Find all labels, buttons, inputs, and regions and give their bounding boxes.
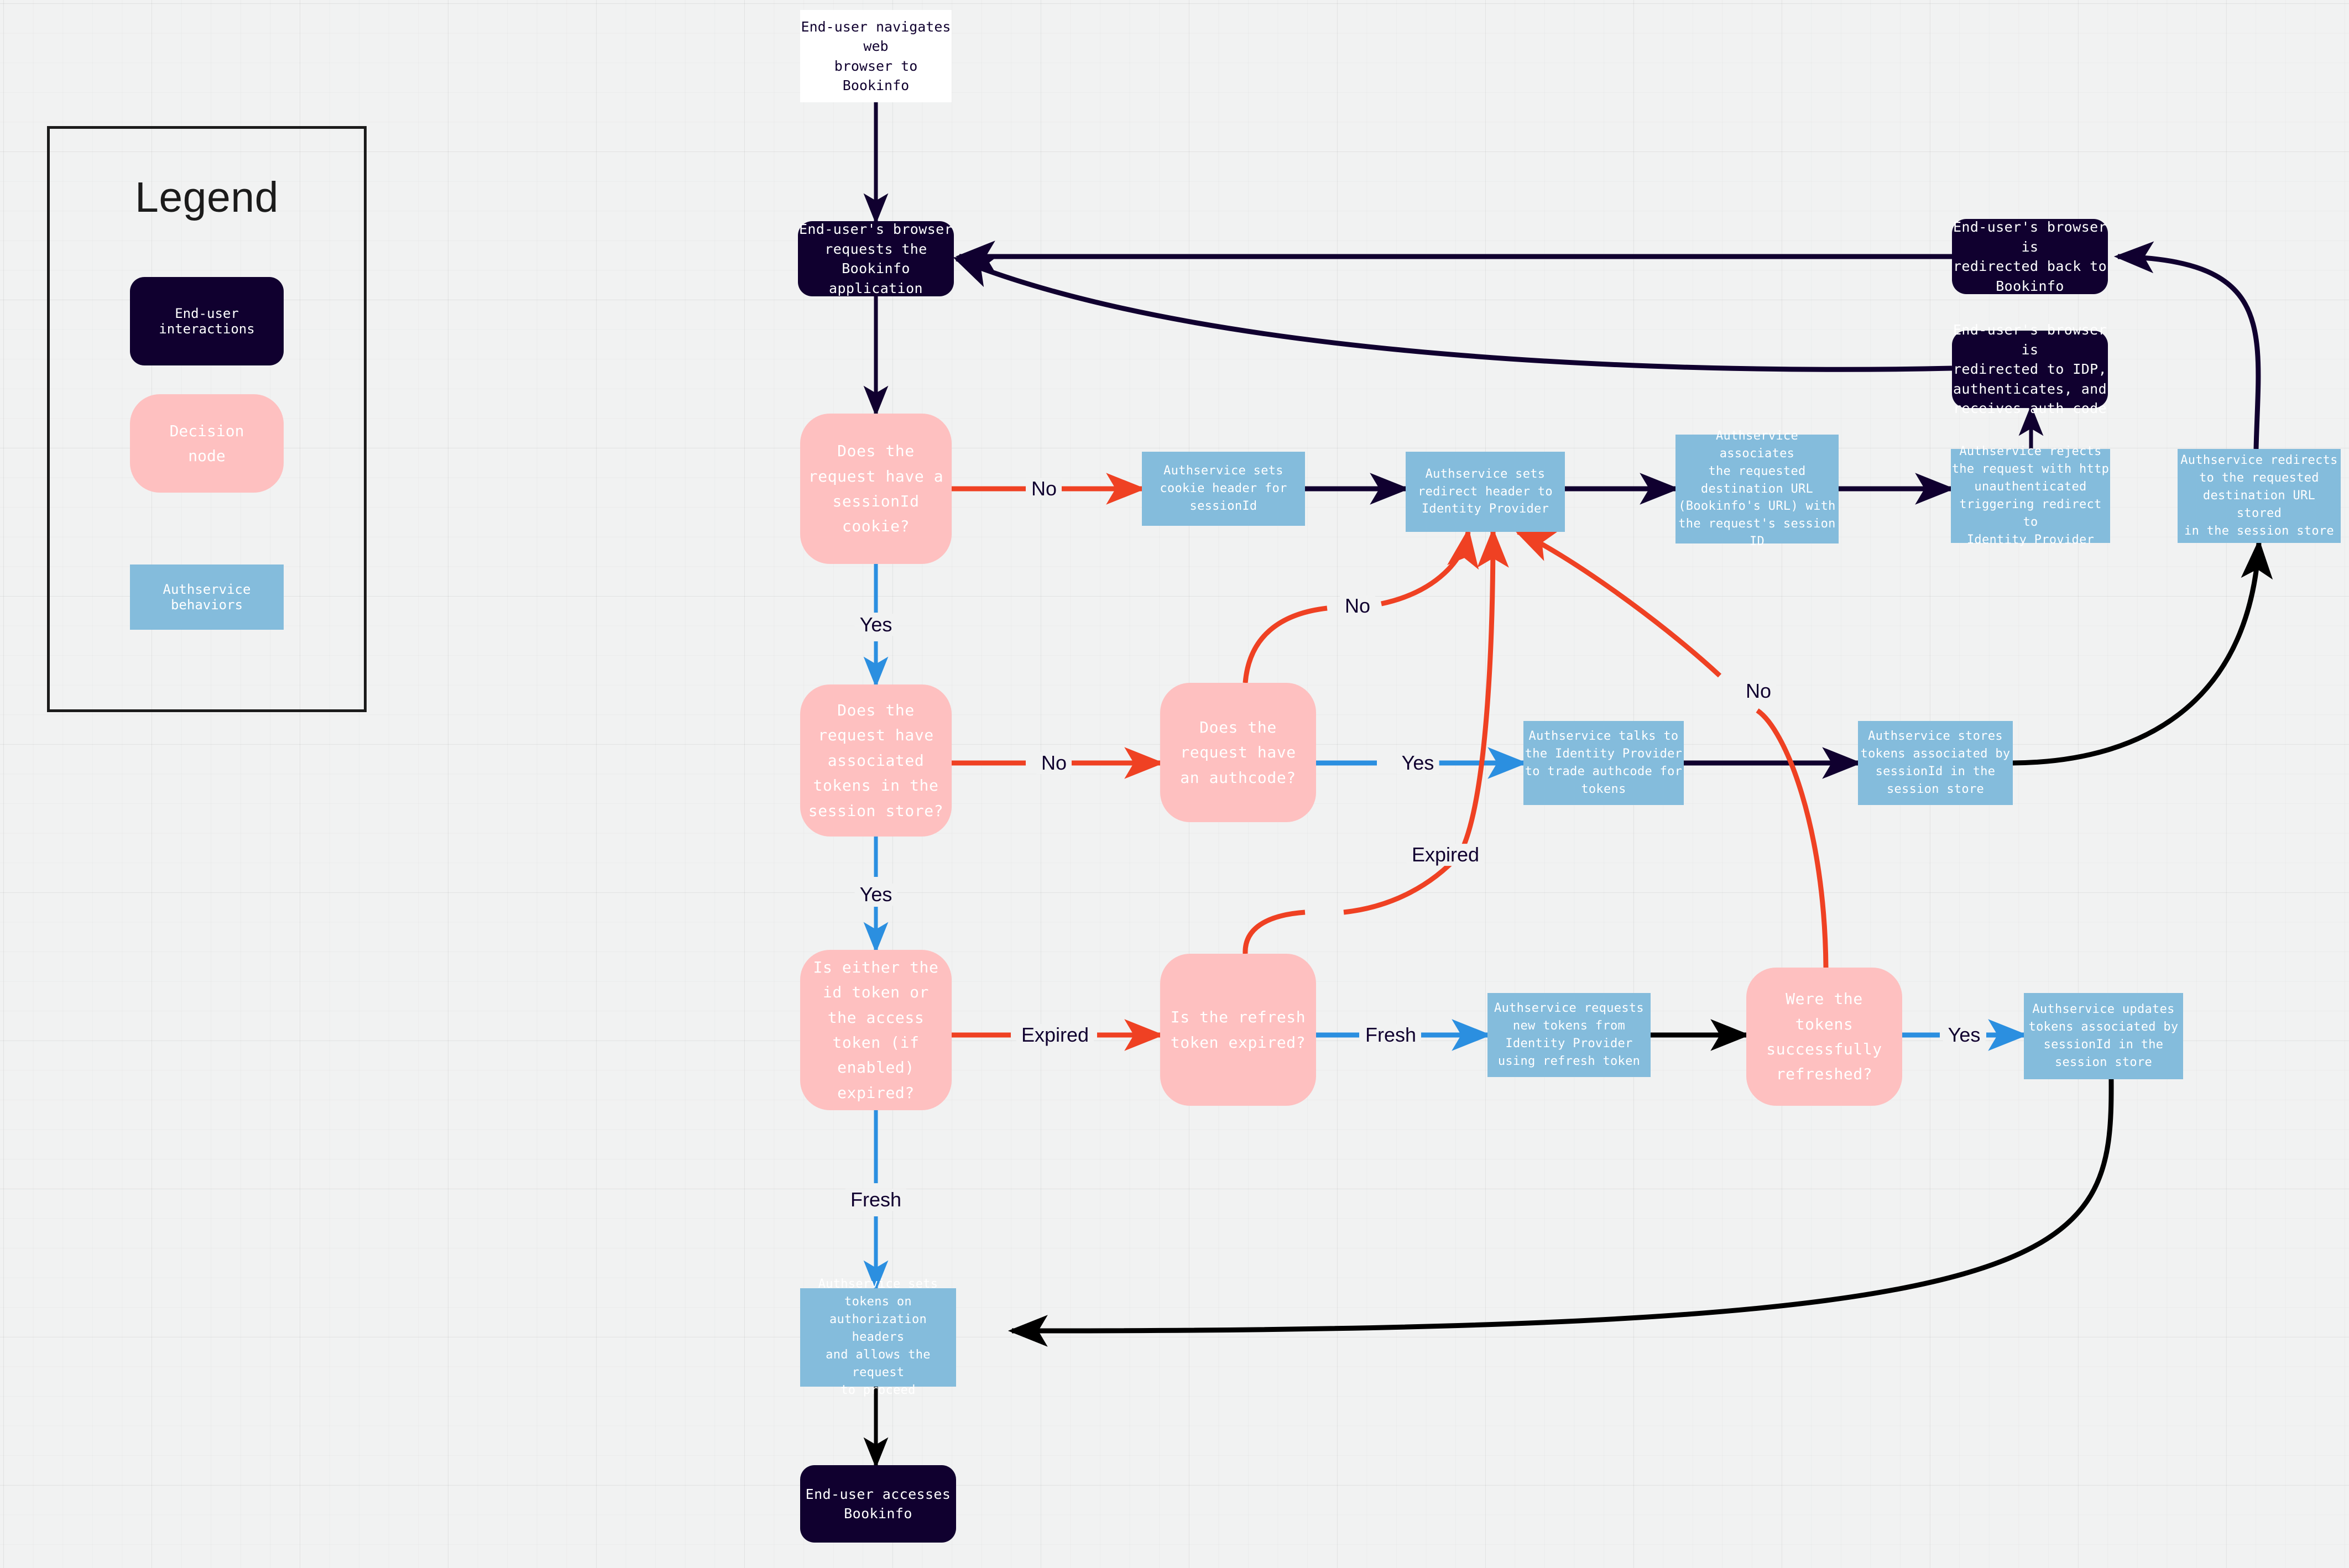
edge-q-refresh-expired-to-set-redirect-c (1458, 527, 1509, 856)
node-end-user-accesses-bookinfo[interactable]: End-user accesses Bookinfo (800, 1465, 956, 1543)
node-question-id-or-access-token-expired[interactable]: Is either the id token or the access tok… (800, 950, 952, 1110)
node-question-sessionid-cookie[interactable]: Does the request have a sessionId cookie… (800, 414, 952, 564)
node-start[interactable]: End-user navigates web browser to Bookin… (800, 10, 952, 102)
edge-label-no-sessionid: No (1026, 478, 1062, 500)
edge-q-refreshed-no-to-set-redirect (1756, 708, 1829, 968)
edge-q-authcode-no-to-set-redirect-b (1381, 527, 1479, 607)
legend-panel: Legend End-user interactions Decision no… (47, 126, 367, 712)
node-question-refresh-token-expired[interactable]: Is the refresh token expired? (1160, 954, 1316, 1106)
node-question-tokens-refreshed[interactable]: Were the tokens successfully refreshed? (1746, 968, 1902, 1106)
legend-swatch-end-user-interactions: End-user interactions (130, 277, 284, 365)
node-authservice-trades-authcode[interactable]: Authservice talks to the Identity Provid… (1523, 721, 1684, 805)
edge-label-fresh-tokens: Fresh (845, 1189, 907, 1211)
node-authservice-associates-destination-url[interactable]: Authservice associates the requested des… (1675, 429, 1839, 548)
node-authservice-redirects-to-destination-url[interactable]: Authservice redirects to the requested d… (2178, 449, 2341, 543)
edge-label-no-tokens: No (1036, 752, 1072, 774)
node-browser-redirected-to-idp[interactable]: End-user's browser is redirected to IDP,… (1952, 322, 2108, 417)
edge-label-yes-sessionid: Yes (854, 614, 897, 636)
node-authservice-sets-tokens-on-headers[interactable]: Authservice sets tokens on authorization… (800, 1277, 956, 1397)
node-authservice-stores-tokens[interactable]: Authservice stores tokens associated by … (1858, 721, 2013, 805)
node-authservice-rejects-request[interactable]: Authservice rejects the request with htt… (1951, 445, 2110, 547)
edge-q-refresh-expired-to-set-redirect (1243, 910, 1306, 954)
legend-swatch-label: Decision node (169, 421, 244, 465)
edge-q-refreshed-no-to-set-redirect-b (1514, 529, 1722, 678)
edge-label-no-authcode: No (1339, 595, 1376, 617)
legend-title: Legend (135, 174, 279, 221)
edge-update-tokens-to-set-tokens (1008, 1079, 2114, 1347)
edge-store-tokens-to-redirect-dest (2012, 539, 2273, 766)
node-authservice-updates-tokens[interactable]: Authservice updates tokens associated by… (2024, 993, 2183, 1079)
edge-label-yes-authcode: Yes (1396, 752, 1439, 774)
legend-swatch-decision-node: Decision node (130, 394, 284, 493)
edge-label-expired-id-token: Expired (1016, 1024, 1094, 1046)
node-authservice-sets-cookie-header[interactable]: Authservice sets cookie header for sessi… (1142, 452, 1305, 526)
legend-swatch-label: End-user interactions (159, 306, 255, 337)
legend-swatch-authservice-behaviors: Authservice behaviors (130, 565, 284, 630)
node-authservice-requests-new-tokens[interactable]: Authservice requests new tokens from Ide… (1487, 993, 1651, 1077)
legend-swatch-label: Authservice behaviors (163, 582, 251, 613)
edge-redirect-idp-to-browser-request (953, 256, 1953, 372)
edge-label-expired-refresh-token: Expired (1406, 844, 1485, 866)
edge-label-fresh-refresh-token: Fresh (1360, 1024, 1422, 1046)
node-authservice-sets-redirect-header[interactable]: Authservice sets redirect header to Iden… (1406, 452, 1565, 532)
edge-redirect-dest-to-redirect-back (2113, 241, 2261, 450)
node-browser-redirected-back-to-bookinfo[interactable]: End-user's browser is redirected back to… (1952, 219, 2108, 294)
edge-q-authcode-no-to-set-redirect (1243, 605, 1328, 683)
node-question-authcode[interactable]: Does the request have an authcode? (1160, 683, 1316, 822)
edge-label-yes-refreshed: Yes (1943, 1024, 1986, 1046)
node-question-associated-tokens[interactable]: Does the request have associated tokens … (800, 684, 952, 837)
edge-label-yes-tokens: Yes (854, 884, 897, 906)
node-browser-requests-bookinfo[interactable]: End-user's browser requests the Bookinfo… (798, 221, 954, 296)
edge-label-no-refreshed: No (1740, 680, 1777, 702)
